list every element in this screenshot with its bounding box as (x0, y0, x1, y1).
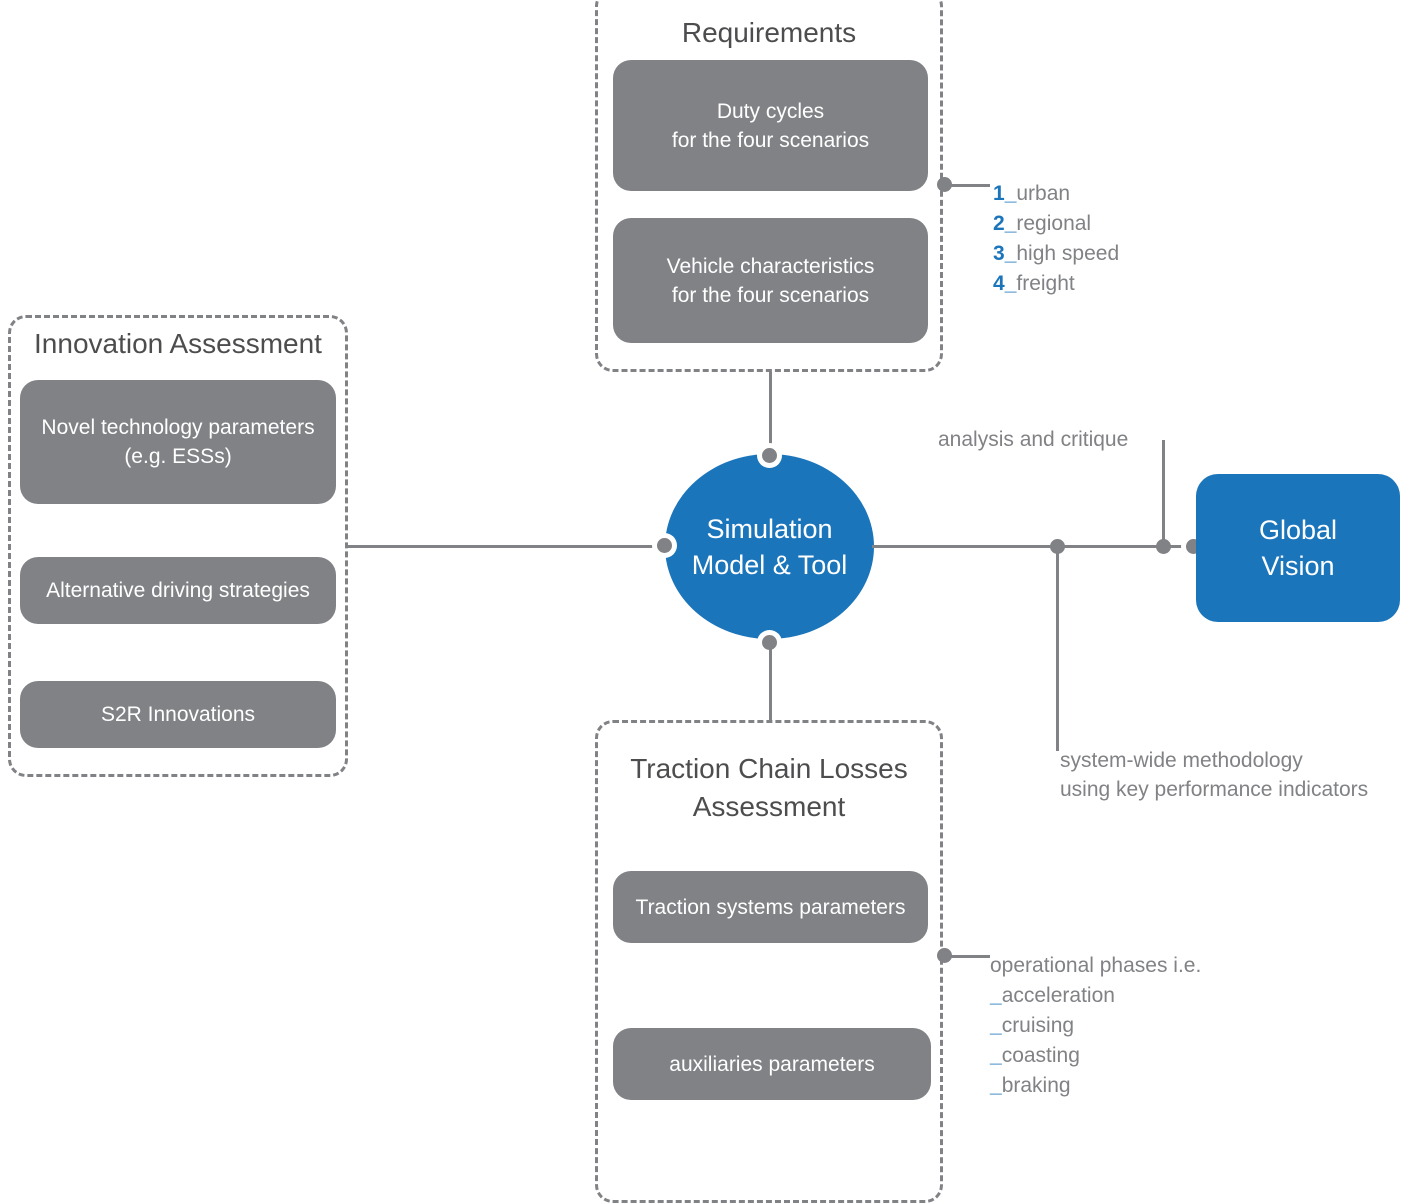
annotation-analysis-and-critique: analysis and critique (938, 428, 1129, 451)
leader-operational-phases (944, 955, 990, 958)
phase-line-3: _coasting (990, 1044, 1080, 1067)
node-global-vision[interactable]: Global Vision (1196, 474, 1400, 622)
scenario-line-3: 3_high speed (993, 242, 1120, 265)
scenario-line-2: 2_regional (993, 212, 1092, 235)
phase-line-1: _acceleration (990, 984, 1115, 1007)
group-innovation-assessment (8, 315, 348, 777)
item-alternative-driving-strategies: Alternative driving strategies (20, 557, 336, 624)
item-traction-systems-parameters: Traction systems parameters (613, 871, 928, 943)
annotation-scenarios: 1_urban 2_regional 3_high speed 4_freigh… (993, 179, 1223, 299)
scenario-line-4: 4_freight (993, 272, 1075, 295)
item-novel-technology-parameters: Novel technology parameters (e.g. ESSs) (20, 380, 336, 504)
item-s2r-innovations: S2R Innovations (20, 681, 336, 748)
phases-heading: operational phases i.e. (990, 954, 1202, 977)
item-vehicle-characteristics: Vehicle characteristics for the four sce… (613, 218, 928, 343)
connector-innovation-to-center (348, 545, 670, 548)
group-requirements-title: Requirements (681, 17, 857, 48)
annotation-operational-phases: operational phases i.e. _acceleration _c… (990, 951, 1250, 1101)
leader-system-wide-methodology (1056, 545, 1059, 751)
node-simulation-model-tool[interactable]: Simulation Model & Tool (665, 454, 874, 639)
leader-scenarios (944, 184, 990, 187)
connector-center-to-traction (769, 639, 772, 721)
item-auxiliaries-parameters: auxiliaries parameters (613, 1028, 931, 1100)
phase-line-4: _braking (990, 1074, 1071, 1097)
junction-dot-analysis (1156, 539, 1171, 554)
center-connector-dot-left (657, 538, 672, 553)
leader-operational-phases-dot (937, 948, 952, 963)
item-duty-cycles: Duty cycles for the four scenarios (613, 60, 928, 191)
group-traction-chain-losses-title: Traction Chain Losses Assessment (630, 753, 908, 822)
scenario-line-1: 1_urban (993, 182, 1071, 205)
group-innovation-assessment-title: Innovation Assessment (34, 328, 322, 359)
connector-center-to-global-vision (872, 545, 1197, 548)
connector-requirements-to-center (769, 372, 772, 456)
leader-scenarios-dot (937, 177, 952, 192)
leader-analysis-and-critique (1162, 440, 1165, 540)
center-connector-dot-top (762, 448, 777, 463)
phase-line-2: _cruising (990, 1014, 1075, 1037)
annotation-system-wide-methodology: system-wide methodology using key perfor… (1060, 749, 1369, 801)
